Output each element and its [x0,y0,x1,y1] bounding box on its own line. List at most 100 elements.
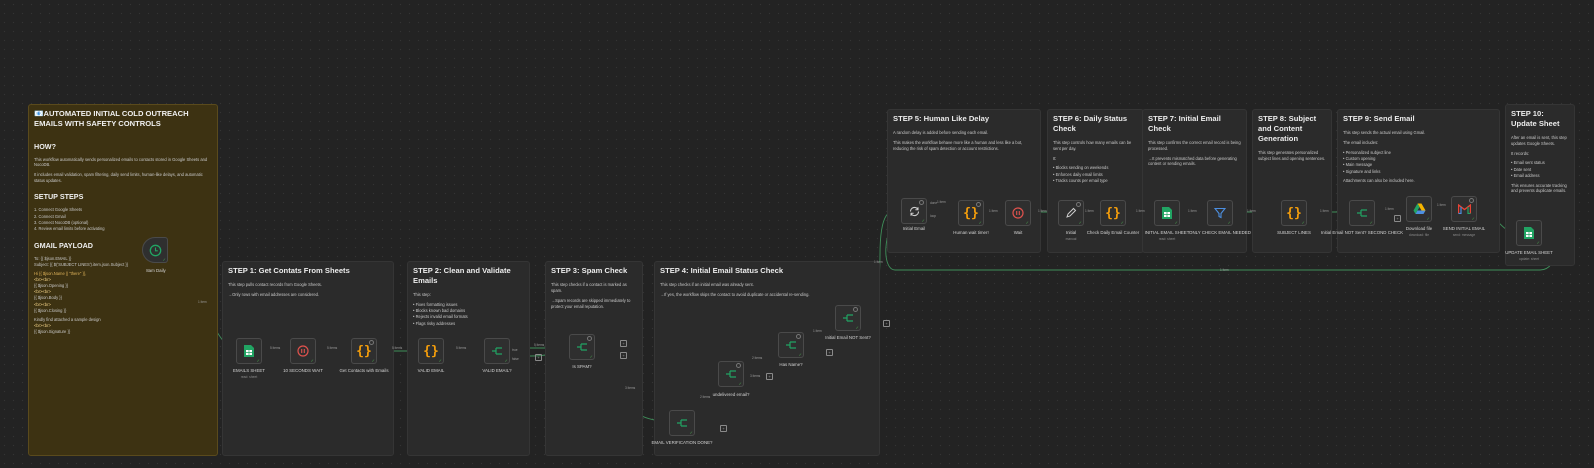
step-9-text: Attachments can also be included here. [1343,178,1415,184]
node-subtitle: send: message [1452,233,1476,237]
step-8-text: This step generates personalized subject… [1258,149,1326,161]
node-label: Is SPAM? [572,364,592,369]
code-braces-icon: {} [1286,205,1302,221]
setup-step: 1. Connect Google Sheets [34,207,83,213]
step-1-text: This step pulls contact records from Goo… [228,281,322,287]
step-9-note: STEP 9: Send Email This step sends the a… [1337,109,1500,253]
step-6-item: • Blocks sending on weekends [1053,165,1109,171]
node-human-wait-timer[interactable]: {} ✓ [958,200,984,226]
edge-label: 5 items [270,346,281,350]
node-subject-lines[interactable]: {} ✓ [1281,200,1307,226]
step-2-item: • Blocks known bad domains [413,307,466,313]
node-get-contacts[interactable]: {} ✓ [351,338,377,364]
how-paragraph-2: It includes email validation, spam filte… [34,172,203,184]
node-label: 8am Daily [146,268,166,273]
node-subtitle: download: file [1408,233,1430,237]
node-label: UPDATE EMAIL SHEET [1505,250,1553,255]
add-node-button[interactable]: + [720,425,727,432]
add-node-button[interactable]: + [535,354,542,361]
node-emails-sheet[interactable]: ✓ [236,338,262,364]
step-9-text: This step sends the actual email using G… [1343,129,1426,135]
success-check-icon: ✓ [310,358,314,363]
node-initial-set[interactable]: ✓ [1058,200,1084,226]
edge-label: done [930,201,938,205]
node-undelivered-email[interactable]: ✓ [718,361,744,387]
add-node-button[interactable]: + [826,349,833,356]
step-9-title: STEP 9: Send Email [1343,114,1415,123]
main-overview-note: 📧AUTOMATED INITIAL COLD OUTREACH EMAILS … [28,104,218,456]
step-6-item: • Enforces daily email limits [1053,171,1103,177]
node-update-email-sheet[interactable]: ✓ [1516,220,1542,246]
node-download-file[interactable]: ✓ [1406,196,1432,222]
edge-label: 3 items [625,386,636,390]
edge-label: 5 items [327,346,338,350]
node-initial-email-loop[interactable]: ✓ [901,198,927,224]
node-email-verification-done[interactable]: ✓ [669,410,695,436]
node-label: EMAILS SHEET [233,368,265,373]
success-check-icon: ✓ [738,381,742,386]
pin-icon [369,340,374,345]
node-10-seconds-wait[interactable]: ✓ [290,338,316,364]
setup-step: 2. Connect Gmail [34,213,66,219]
step-6-item: • Tracks counts per email type [1053,178,1108,184]
payload-br: <br><br> [34,301,51,307]
success-check-icon: ✓ [855,325,859,330]
node-label: SEND INITIAL EMAIL [1442,226,1486,231]
node-label: EMAIL VERIFICATION DONE? [651,440,713,445]
step-4-text: This step checks if an initial email was… [660,281,754,287]
success-check-icon: ✓ [1025,220,1029,225]
payload-to: To: {{ $json.EMAIL }} [34,255,72,261]
google-sheets-icon [1517,221,1541,245]
node-initial-email-not-sent-second-check[interactable]: ✓ [1349,200,1375,226]
step-5-text: This makes the workflow behave more like… [893,139,1023,151]
node-label: Initial Email [902,226,926,231]
if-branch-icon [779,333,803,357]
node-valid-email[interactable]: {} ✓ [418,338,444,364]
success-check-icon: ✓ [438,358,442,363]
step-7-note: STEP 7: Initial Email Check This step co… [1142,109,1247,253]
success-check-icon: ✓ [1369,220,1373,225]
node-initial-email-sheet[interactable]: ✓ [1154,200,1180,226]
success-check-icon: ✓ [1227,220,1231,225]
clock-icon [143,238,167,262]
payload-heading: GMAIL PAYLOAD [34,240,93,250]
step-5-title: STEP 5: Human Like Delay [893,114,990,123]
add-node-button[interactable]: + [620,352,627,359]
main-note-title: 📧AUTOMATED INITIAL COLD OUTREACH EMAILS … [34,109,189,129]
node-check-daily-email-counter[interactable]: {} ✓ [1100,200,1126,226]
node-subtitle: update: sheet [1519,257,1539,261]
node-8am-daily[interactable]: ✓ [142,237,168,263]
step-6-text: It: [1053,155,1057,161]
step-4-title: STEP 4: Initial Email Status Check [660,266,784,275]
step-9-item: • Custom opening [1343,156,1376,162]
node-label: Check Daily Email Counter [1086,230,1140,235]
node-only-check-email-needed[interactable]: ✓ [1207,200,1233,226]
how-heading: HOW? [34,141,56,151]
step-10-text: It records: [1511,150,1530,156]
add-node-button[interactable]: + [883,320,890,327]
edge-label: 1 item [1320,209,1329,213]
step-3-title: STEP 3: Spam Check [551,266,628,275]
add-node-button[interactable]: + [766,373,773,380]
node-send-initial-email[interactable]: ✓ [1451,196,1477,222]
edge-label: 2 items [700,395,711,399]
payload-greeting: Hi {{ $json.Name || "there" }}, [34,270,87,276]
payload-attachment-line: Kindly find attached a sample design [34,316,101,322]
add-node-button[interactable]: + [1394,215,1401,222]
node-label: Download file [1405,226,1433,231]
node-valid-email-if[interactable]: ✓ [484,338,510,364]
add-node-button[interactable]: + [620,340,627,347]
payload-opening: {{ $json.Opening }} [34,283,69,289]
node-is-spam[interactable]: ✓ [569,334,595,360]
if-branch-icon [1350,201,1374,225]
node-initial-email-not-sent[interactable]: ✓ [835,305,861,331]
success-check-icon: ✓ [589,354,593,359]
node-has-name[interactable]: ✓ [778,332,804,358]
step-5-note: STEP 5: Human Like Delay A random delay … [887,109,1041,253]
if-branch-icon [485,339,509,363]
loop-icon [902,199,926,223]
edge-label: 1 item [1136,209,1145,213]
step-3-text: →Spam records are skipped immediately to… [551,297,631,309]
pin-icon [919,200,924,205]
node-wait[interactable]: ✓ [1005,200,1031,226]
